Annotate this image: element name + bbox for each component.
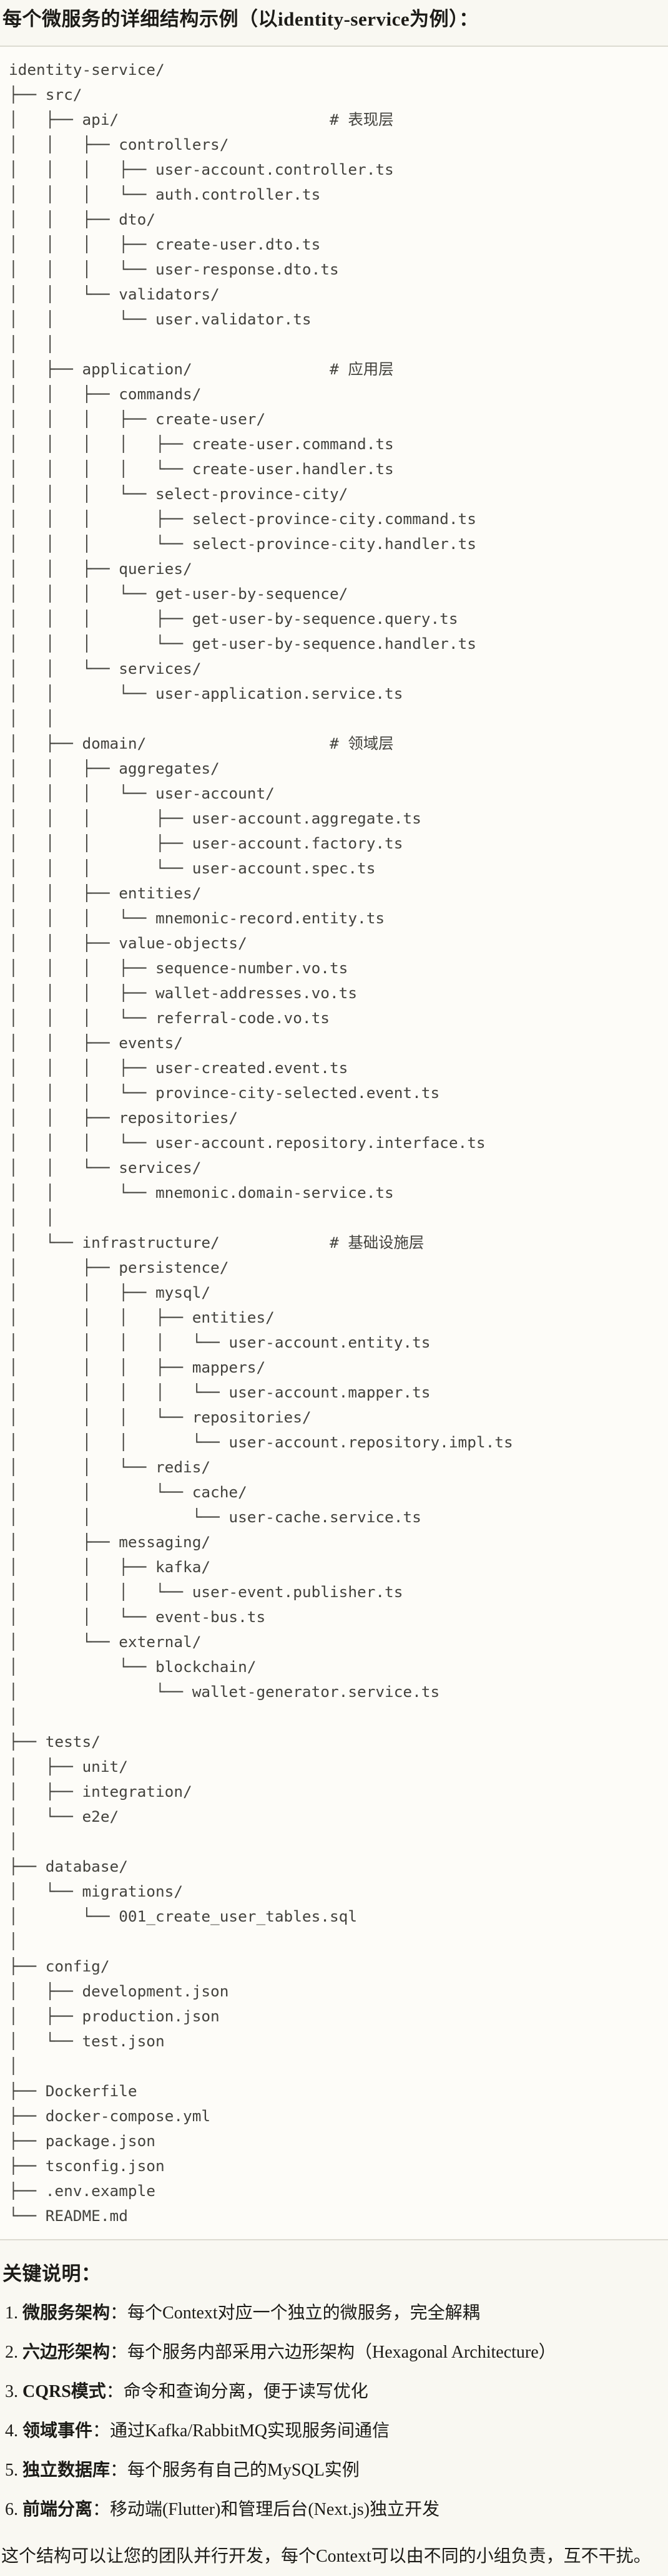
- notes-heading: 关键说明：: [2, 2263, 101, 2285]
- note-text: ：移动端(Flutter)和管理后台(Next.js)独立开发: [92, 2500, 440, 2519]
- closing-paragraph: 这个结构可以让您的团队并行开发，每个Context可以由不同的小组负责，互不干扰…: [1, 2547, 651, 2566]
- note-label: 前端分离: [22, 2500, 93, 2519]
- note-text: ：每个Context对应一个独立的微服务，完全解耦: [110, 2303, 480, 2323]
- note-label: 领域事件: [22, 2421, 93, 2441]
- note-text: ：通过Kafka/RabbitMQ实现服务间通信: [92, 2421, 390, 2441]
- note-item: 6.前端分离：移动端(Flutter)和管理后台(Next.js)独立开发: [5, 2498, 668, 2522]
- note-item: 3.CQRS模式：命令和查询分离，便于读写优化: [5, 2380, 668, 2404]
- directory-tree: identity-service/ ├── src/ │ ├── api/ # …: [9, 61, 513, 2225]
- note-number: 6.: [5, 2500, 18, 2519]
- note-label: 独立数据库: [22, 2461, 111, 2480]
- note-number: 3.: [5, 2382, 18, 2401]
- note-text: ：每个服务有自己的MySQL实例: [110, 2461, 360, 2480]
- code-block: identity-service/ ├── src/ │ ├── api/ # …: [0, 46, 668, 2240]
- notes-list: 1.微服务架构：每个Context对应一个独立的微服务，完全解耦 2.六边形架构…: [0, 2301, 668, 2522]
- note-item: 5.独立数据库：每个服务有自己的MySQL实例: [5, 2459, 668, 2482]
- page-title: 每个微服务的详细结构示例（以identity-service为例）：: [2, 8, 479, 30]
- note-number: 5.: [5, 2461, 18, 2480]
- note-text: ：每个服务内部采用六边形架构（Hexagonal Architecture）: [110, 2343, 556, 2362]
- note-label: 六边形架构: [22, 2343, 111, 2362]
- note-item: 4.领域事件：通过Kafka/RabbitMQ实现服务间通信: [5, 2419, 668, 2443]
- note-item: 1.微服务架构：每个Context对应一个独立的微服务，完全解耦: [5, 2301, 668, 2325]
- note-item: 2.六边形架构：每个服务内部采用六边形架构（Hexagonal Architec…: [5, 2341, 668, 2365]
- note-label: CQRS模式: [22, 2382, 106, 2401]
- note-text: ：命令和查询分离，便于读写优化: [106, 2382, 368, 2401]
- note-number: 1.: [5, 2303, 18, 2323]
- note-number: 4.: [5, 2421, 18, 2441]
- note-label: 微服务架构: [22, 2303, 111, 2323]
- note-number: 2.: [5, 2343, 18, 2362]
